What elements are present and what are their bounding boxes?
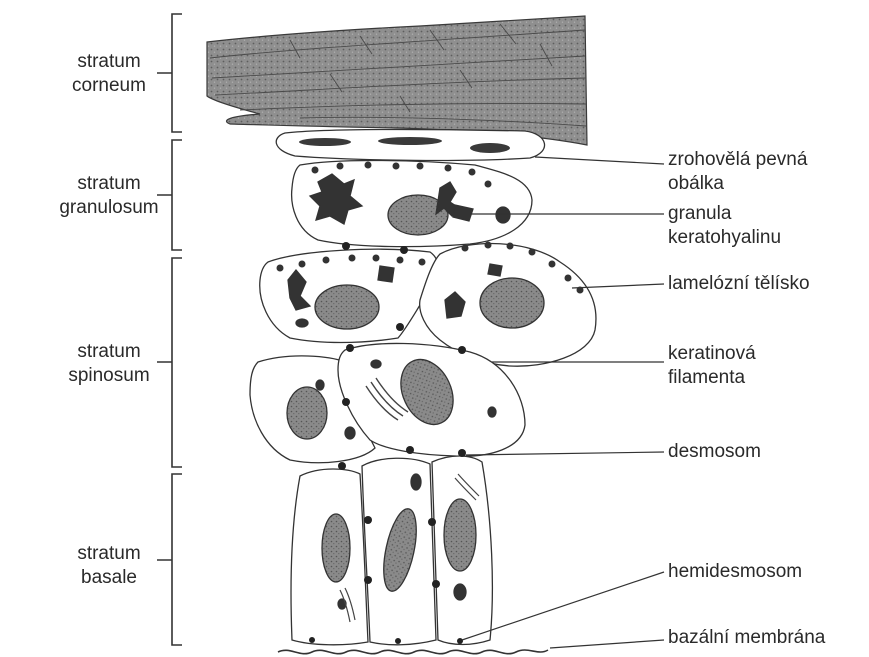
stratum-corneum-layer [207, 16, 587, 145]
spinosum-cell-upper-left [260, 249, 439, 342]
envelope-cell [276, 129, 544, 160]
label-stratum-spinosum: stratum spinosum [34, 340, 184, 388]
label-lamellar-body: lamelózní tělísko [668, 272, 810, 296]
label-envelope: zrohovělá pevná obálka [668, 148, 807, 196]
label-keratohyalin: granula keratohyalinu [668, 202, 781, 250]
label-basal-membrane: bazální membrána [668, 626, 825, 650]
basale-cells [291, 456, 492, 645]
label-desmosome: desmosom [668, 440, 761, 464]
label-stratum-corneum: stratum corneum [34, 50, 184, 98]
label-hemidesmosome: hemidesmosom [668, 560, 802, 584]
granulosum-cell [292, 160, 532, 246]
basal-membrane-line [278, 650, 548, 654]
label-stratum-granulosum: stratum granulosum [34, 172, 184, 220]
label-keratin-filaments: keratinová filamenta [668, 342, 756, 390]
leader-envelope [535, 157, 664, 164]
leader-basal-membrane [550, 640, 664, 648]
label-stratum-basale: stratum basale [34, 542, 184, 590]
